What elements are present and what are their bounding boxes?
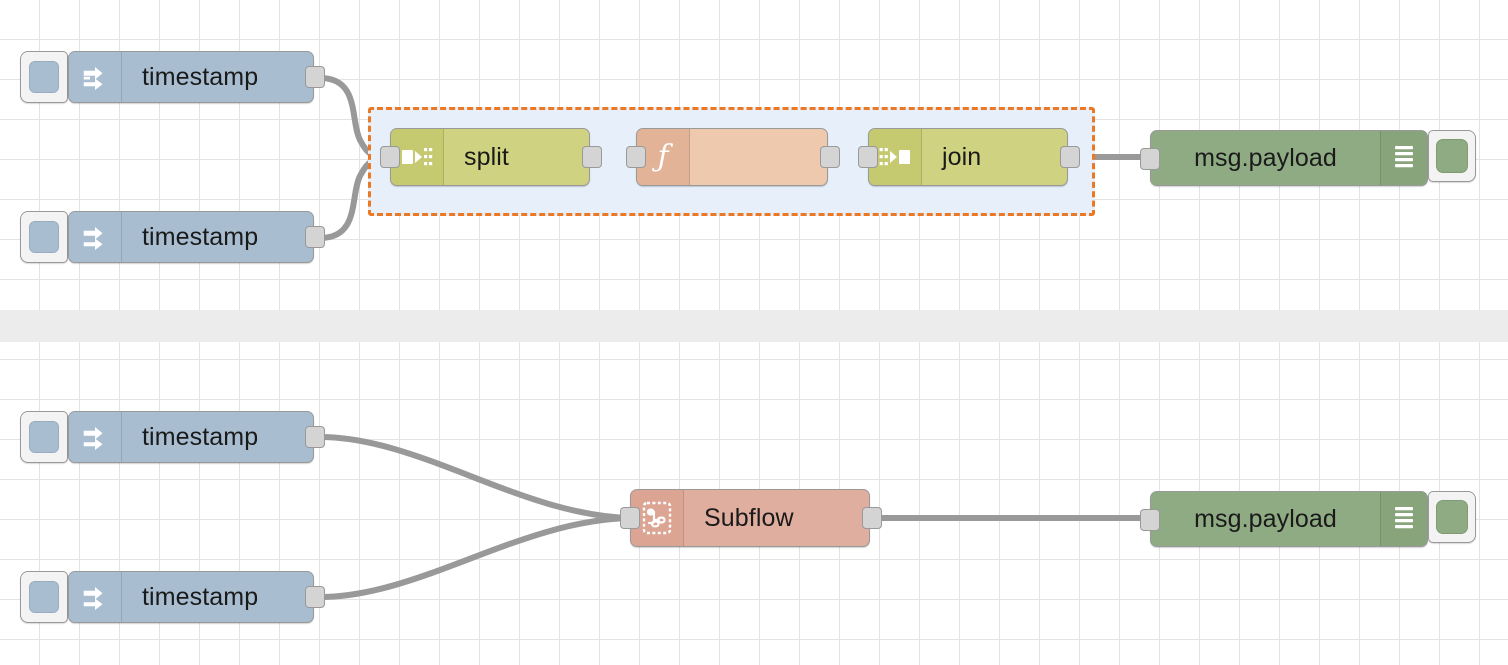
port-output-split[interactable]	[582, 146, 602, 168]
inject-arrow-icon	[69, 212, 122, 262]
port-input-function[interactable]	[626, 146, 646, 168]
node-debug-top[interactable]: msg.payload	[1150, 130, 1428, 186]
inject-button-knob	[29, 581, 59, 613]
node-label-debug-top: msg.payload	[1194, 143, 1337, 172]
node-label-inject-top-1: timestamp	[142, 62, 259, 91]
node-label-function	[690, 129, 827, 185]
node-inject-top-2[interactable]: timestamp	[68, 211, 314, 263]
wire-inject-bot-2-to-subflow	[317, 515, 633, 600]
inject-button-top-1[interactable]	[20, 51, 68, 103]
node-label-join: join	[942, 142, 982, 171]
port-output-inject-bottom-1[interactable]	[305, 426, 325, 448]
port-input-debug-top[interactable]	[1140, 148, 1160, 170]
debug-lines-icon	[1380, 492, 1427, 546]
node-label-inject-bottom-1: timestamp	[142, 422, 259, 451]
debug-toggle-button-bottom[interactable]	[1428, 491, 1476, 543]
node-label-debug-bottom: msg.payload	[1194, 504, 1337, 533]
inject-button-knob	[29, 221, 59, 253]
debug-toggle-button-top[interactable]	[1428, 130, 1476, 182]
port-output-function[interactable]	[820, 146, 840, 168]
node-label-inject-top-2: timestamp	[142, 222, 259, 251]
node-label-inject-bottom-2: timestamp	[142, 582, 259, 611]
inject-arrow-icon	[69, 412, 122, 462]
node-join[interactable]: join	[868, 128, 1068, 186]
node-label-split: split	[464, 142, 509, 171]
port-output-inject-top-2[interactable]	[305, 226, 325, 248]
wire-inject-bot-1-to-subflow	[317, 434, 633, 521]
debug-toggle-knob	[1436, 139, 1468, 173]
port-input-split[interactable]	[380, 146, 400, 168]
port-output-inject-top-1[interactable]	[305, 66, 325, 88]
svg-text:ƒ: ƒ	[651, 140, 673, 174]
node-inject-bottom-2[interactable]: timestamp	[68, 571, 314, 623]
node-inject-top-1[interactable]: timestamp	[68, 51, 314, 103]
port-output-join[interactable]	[1060, 146, 1080, 168]
inject-button-bottom-1[interactable]	[20, 411, 68, 463]
node-split[interactable]: split	[390, 128, 590, 186]
port-input-debug-bottom[interactable]	[1140, 509, 1160, 531]
inject-button-bottom-2[interactable]	[20, 571, 68, 623]
inject-arrow-icon	[69, 52, 122, 102]
flow-separator-band	[0, 310, 1508, 342]
port-output-subflow[interactable]	[862, 507, 882, 529]
port-input-subflow[interactable]	[620, 507, 640, 529]
node-debug-bottom[interactable]: msg.payload	[1150, 491, 1428, 547]
inject-button-knob	[29, 421, 59, 453]
inject-button-top-2[interactable]	[20, 211, 68, 263]
inject-arrow-icon	[69, 572, 122, 622]
node-label-subflow: Subflow	[704, 503, 794, 532]
node-subflow[interactable]: Subflow	[630, 489, 870, 547]
port-input-join[interactable]	[858, 146, 878, 168]
inject-button-knob	[29, 61, 59, 93]
debug-toggle-knob	[1436, 500, 1468, 534]
node-function[interactable]: ƒ	[636, 128, 828, 186]
debug-lines-icon	[1380, 131, 1427, 185]
node-inject-bottom-1[interactable]: timestamp	[68, 411, 314, 463]
port-output-inject-bottom-2[interactable]	[305, 586, 325, 608]
